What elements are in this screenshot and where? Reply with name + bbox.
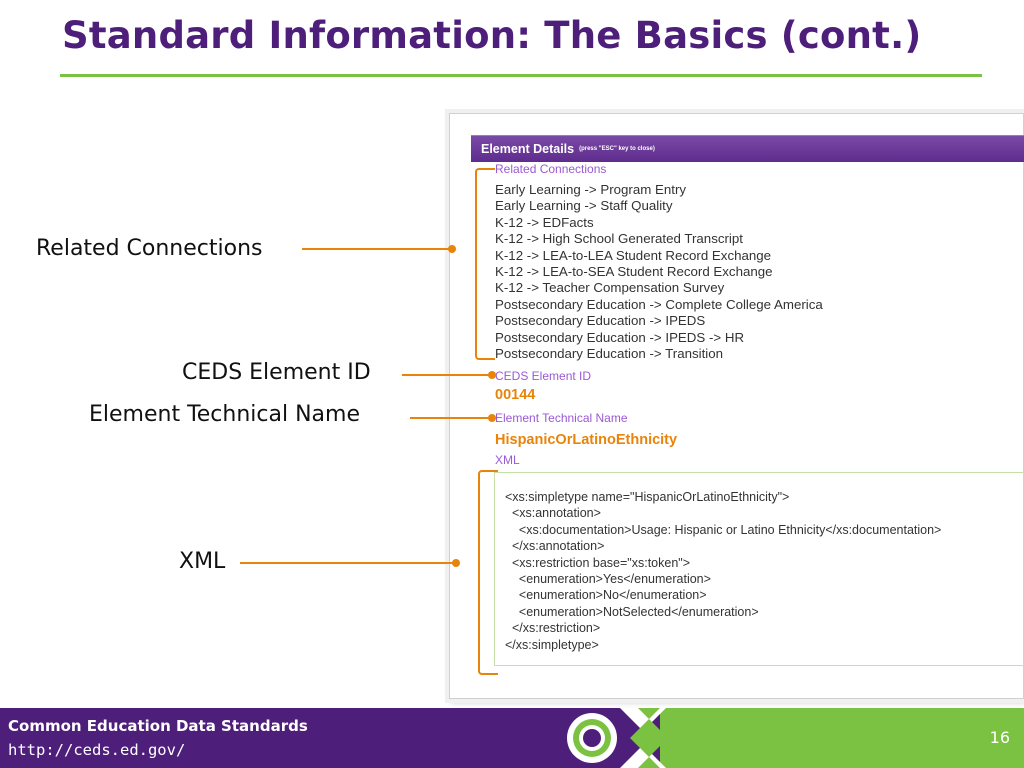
connection-link[interactable]: Postsecondary Education -> Complete Coll… <box>495 296 823 312</box>
xml-line: </xs:restriction> <box>505 621 601 636</box>
ceds-element-id-label: CEDS Element ID <box>495 369 592 383</box>
related-connections-list: Early Learning -> Program Entry Early Le… <box>495 182 823 362</box>
footer-org-name: Common Education Data Standards <box>8 717 308 735</box>
connection-link[interactable]: K-12 -> LEA-to-SEA Student Record Exchan… <box>495 264 773 280</box>
connection-link[interactable]: K-12 -> EDFacts <box>495 214 594 230</box>
element-technical-name-value: HispanicOrLatinoEthnicity <box>495 432 678 448</box>
connection-link[interactable]: Postsecondary Education -> IPEDS -> HR <box>495 329 745 345</box>
callout-element-technical-name: Element Technical Name <box>89 402 360 427</box>
connection-link[interactable]: K-12 -> High School Generated Transcript <box>495 231 743 247</box>
ceds-logo-icon <box>564 708 668 768</box>
xml-line: <enumeration>No</enumeration> <box>505 588 707 603</box>
xml-line: <enumeration>NotSelected</enumeration> <box>505 604 759 619</box>
footer-purple-band: Common Education Data Standards http://c… <box>0 708 660 768</box>
connection-link[interactable]: Early Learning -> Program Entry <box>495 182 687 197</box>
element-details-header: Element Details (press "ESC" key to clos… <box>471 135 1024 162</box>
callout-xml: XML <box>179 549 226 574</box>
connector-dot <box>452 559 460 567</box>
xml-line: <xs:documentation>Usage: Hispanic or Lat… <box>505 522 942 537</box>
footer-url[interactable]: http://ceds.ed.gov/ <box>8 741 186 759</box>
xml-line: </xs:annotation> <box>505 539 605 554</box>
xml-line: <xs:simpletype name="HispanicOrLatinoEth… <box>505 490 790 504</box>
xml-line: <xs:annotation> <box>505 506 601 521</box>
title-divider <box>60 74 982 77</box>
connection-link[interactable]: Postsecondary Education -> Transition <box>495 346 724 362</box>
connector-xml <box>240 562 456 564</box>
callout-ceds-element-id: CEDS Element ID <box>182 360 371 385</box>
connection-link[interactable]: K-12 -> LEA-to-LEA Student Record Exchan… <box>495 247 772 263</box>
element-details-title: Element Details <box>481 142 575 156</box>
footer-green-band: 16 <box>660 708 1024 768</box>
callout-related-connections: Related Connections <box>36 236 263 261</box>
xml-line: <enumeration>Yes</enumeration> <box>505 572 711 587</box>
connector-dot <box>448 245 456 253</box>
related-connections-bracket <box>475 168 495 360</box>
slide-title: Standard Information: The Basics (cont.) <box>62 14 922 57</box>
connector-element-technical-name <box>410 417 492 419</box>
connection-link[interactable]: Early Learning -> Staff Quality <box>495 198 673 214</box>
xml-line: </xs:simpletype> <box>505 637 599 652</box>
slide-footer: Common Education Data Standards http://c… <box>0 708 1024 768</box>
close-hint: (press "ESC" key to close) <box>579 146 655 152</box>
connection-link[interactable]: K-12 -> Teacher Compensation Survey <box>495 280 725 296</box>
connector-related-connections <box>302 248 452 250</box>
connector-ceds-element-id <box>402 374 492 376</box>
connector-dot <box>488 414 496 422</box>
xml-bracket <box>478 470 498 675</box>
related-connections-label: Related Connections <box>495 162 607 176</box>
xml-line: <xs:restriction base="xs:token"> <box>505 555 691 570</box>
connector-dot <box>488 371 496 379</box>
xml-code: <xs:simpletype name="HispanicOrLatinoEth… <box>505 489 941 653</box>
page-number: 16 <box>989 728 1010 747</box>
element-technical-name-label: Element Technical Name <box>495 411 628 425</box>
connection-link[interactable]: Postsecondary Education -> IPEDS <box>495 313 706 329</box>
xml-label: XML <box>495 453 520 467</box>
ceds-element-id-value: 00144 <box>495 387 536 403</box>
xml-code-box: <xs:simpletype name="HispanicOrLatinoEth… <box>494 472 1024 666</box>
